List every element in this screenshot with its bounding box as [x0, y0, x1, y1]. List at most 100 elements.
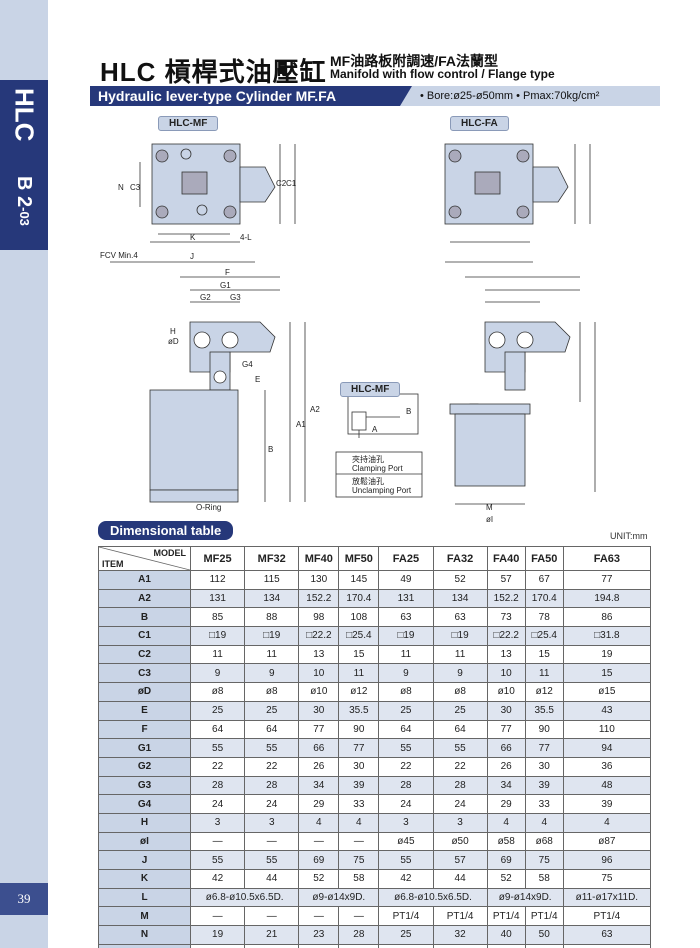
table-cell: 28: [244, 775, 300, 796]
table-cell: 49: [378, 570, 434, 590]
table-cell: 63: [432, 607, 488, 628]
table-cell: 30: [298, 700, 340, 721]
port-a-label: A: [372, 425, 378, 434]
table-cell: 131: [378, 588, 434, 609]
clamp-en: Clamping Port: [352, 464, 403, 473]
table-cell: 35.5: [524, 700, 564, 721]
table-cell: 152.2: [486, 588, 526, 609]
table-cell: 55: [378, 850, 434, 870]
table-cell: 28: [189, 775, 246, 796]
clamp-zh: 夾持油孔: [352, 454, 384, 464]
fcv-label: FCV Min.4: [100, 251, 138, 260]
table-cell: 19: [562, 644, 652, 665]
table-cell: ø10: [486, 682, 526, 702]
drawing-svg: N C3 K J C2 C1 4-L G1 G2 G3 F H øD G4 E …: [100, 143, 596, 522]
table-cell: 25: [378, 925, 434, 945]
dim-f-label: F: [225, 268, 230, 277]
table-cell: 75: [338, 850, 380, 870]
table-cell: 13: [298, 644, 340, 665]
table-cell: 19: [189, 925, 246, 945]
table-cell: ø9-ø14x9D.: [298, 887, 380, 908]
table-cell: 11: [189, 644, 246, 665]
table-cell: —: [298, 906, 340, 927]
table-cell: 33: [524, 794, 564, 814]
table-cell: PT1/4: [562, 906, 652, 927]
model-header-fa50: FA50: [524, 546, 564, 571]
heading-text: Hydraulic lever-type Cylinder MF.FA: [98, 88, 337, 104]
table-cell: ø11-ø17x11D.: [562, 887, 652, 908]
table-cell: —: [562, 943, 652, 948]
dim-g4-label: G4: [242, 360, 253, 369]
table-cell: 24: [432, 794, 488, 814]
table-cell: 4: [298, 812, 340, 833]
table-cell: 73: [486, 607, 526, 628]
table-cell: 28: [432, 775, 488, 796]
table-cell: 29: [486, 794, 526, 814]
table-cell: 22: [244, 756, 300, 777]
table-cell: ø8: [189, 682, 246, 702]
table-cell: 44: [432, 869, 488, 889]
table-cell: 13: [486, 644, 526, 665]
table-cell: 9: [244, 663, 300, 684]
dim-b-label: B: [268, 445, 273, 454]
table-cell: 55: [244, 738, 300, 758]
table-cell: P7: [189, 943, 246, 948]
table-cell: 26: [486, 756, 526, 777]
table-cell: 9: [432, 663, 488, 684]
table-cell: 170.4: [338, 588, 380, 609]
table-cell: ø8: [378, 682, 434, 702]
table-cell: 75: [562, 869, 652, 889]
table-cell: —: [298, 831, 340, 852]
row-item-label: A2: [98, 588, 191, 609]
table-cell: 42: [189, 869, 246, 889]
table-cell: 58: [524, 869, 564, 889]
dim-4l-label: 4-L: [240, 233, 252, 242]
dim-od-label: øD: [168, 337, 179, 346]
row-item-label: G2: [98, 756, 191, 777]
table-cell: 85: [189, 607, 246, 628]
table-row: O-RingP7P7P9P9—————: [98, 943, 652, 948]
table-cell: □25.4: [338, 626, 380, 646]
row-item-label: F: [98, 719, 191, 740]
table-cell: ø12: [524, 682, 564, 702]
dim-c2-label: C2: [276, 179, 287, 188]
table-cell: 4: [338, 812, 380, 833]
table-cell: ø68: [524, 831, 564, 852]
table-cell: 64: [189, 719, 246, 740]
table-cell: 24: [378, 794, 434, 814]
dim-a2-label: A2: [310, 405, 320, 414]
table-cell: 34: [486, 775, 526, 796]
oring-label: O-Ring: [196, 503, 221, 512]
table-cell: 15: [338, 644, 380, 665]
table-cell: 88: [244, 607, 300, 628]
table-cell: 28: [378, 775, 434, 796]
table-cell: 77: [486, 719, 526, 740]
table-cell: 35.5: [338, 700, 380, 721]
table-cell: —: [189, 831, 246, 852]
table-cell: 24: [189, 794, 246, 814]
table-cell: 39: [562, 794, 652, 814]
dim-e-label: E: [255, 375, 260, 384]
table-cell: 30: [338, 756, 380, 777]
table-cell: 52: [486, 869, 526, 889]
table-cell: ø10: [298, 682, 340, 702]
table-cell: 33: [338, 794, 380, 814]
table-cell: —: [338, 831, 380, 852]
technical-drawings: HLC-MF HLC-FA: [90, 112, 670, 532]
row-item-label: C2: [98, 644, 191, 665]
table-cell: 39: [338, 775, 380, 796]
row-item-label: B: [98, 607, 191, 628]
side-tab: [0, 80, 48, 250]
row-item-label: L: [98, 887, 191, 908]
table-cell: 130: [298, 570, 340, 590]
table-cell: ø50: [432, 831, 488, 852]
table-cell: 34: [298, 775, 340, 796]
table-cell: —: [244, 906, 300, 927]
table-cell: 22: [189, 756, 246, 777]
table-cell: 11: [244, 644, 300, 665]
